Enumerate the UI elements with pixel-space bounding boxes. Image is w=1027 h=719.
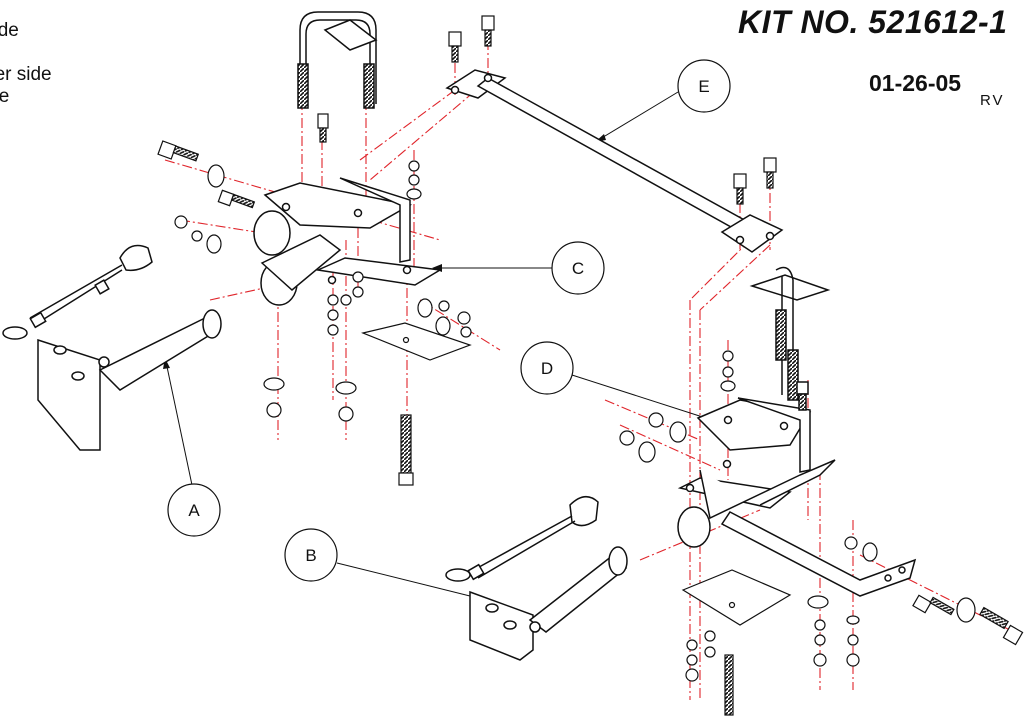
legend-line-1: side [0,20,19,41]
bracket-d [677,266,917,597]
hardware-d [619,350,1024,716]
side-bolts-left [157,140,256,254]
legend-line-2: ger side [0,64,52,85]
callout-c: C [432,241,605,295]
callout-c-label: C [572,259,584,278]
revision-label: RV [980,92,1005,109]
callout-e-label: E [698,77,709,96]
callout-a: A [163,358,221,537]
bracket-c [253,177,443,306]
legend: side ger side ide [0,20,52,108]
callout-b-label: B [305,546,316,565]
hitch-pin-b [445,496,628,661]
callout-e: E [594,59,731,143]
bolts-e [448,15,777,205]
callout-d-label: D [541,359,553,378]
cross-bar-e [445,69,784,253]
callout-d: D [520,341,715,422]
callout-a-label: A [188,501,200,520]
u-bolt-left [297,11,378,109]
kit-number: KIT NO. 521612-1 [738,4,1008,40]
legend-line-3: ide [0,86,10,107]
hitch-pin-a [2,244,222,451]
drawing-date: 01-26-05 [869,70,962,96]
hardware-c [263,113,472,486]
callout-b: B [284,528,481,600]
